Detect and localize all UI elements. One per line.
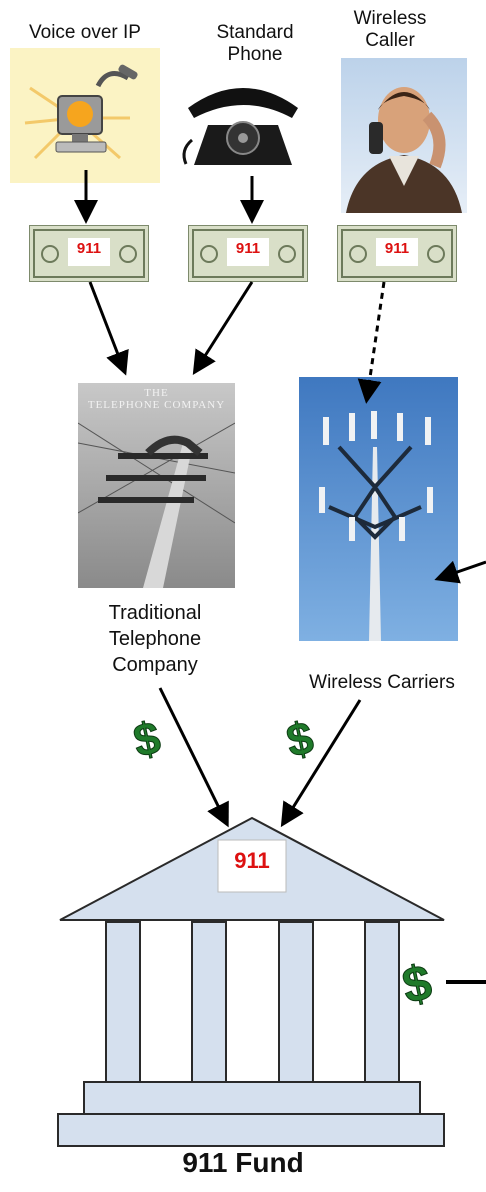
bill-wireless: 911 [337, 225, 457, 282]
voip-computer-image [10, 48, 160, 183]
bill-wireless-badge: 911 [384, 240, 410, 257]
telephone-company-caption: THE TELEPHONE COMPANY [87, 387, 226, 411]
bill-voip-badge: 911 [76, 240, 102, 257]
wireless-caller-label: Wireless Caller [353, 8, 427, 51]
arrow-side-to-tower [434, 560, 486, 584]
wireless-caller-photo [341, 58, 467, 213]
bill-voip: 911 [29, 225, 149, 282]
fund-badge: 911 [234, 848, 270, 873]
standard-phone-label: Standard Phone [216, 22, 294, 65]
arrow-telco-to-fund [158, 687, 229, 828]
cell-tower-photo [299, 377, 458, 641]
arrow-bill-to-tower [357, 281, 386, 404]
wireless-carriers-label: Wireless Carriers [309, 672, 455, 693]
fund-title: 911 Fund [182, 1147, 304, 1178]
bill-standard: 911 [188, 225, 308, 282]
standard-phone-image [178, 80, 308, 170]
bill-standard-badge: 911 [235, 240, 261, 257]
voip-label: Voice over IP [29, 22, 141, 43]
traditional-telco-label: Traditional Telephone Company [108, 602, 202, 676]
arrow-bill-to-telco-2 [192, 281, 254, 376]
arrow-carriers-to-fund [280, 699, 362, 828]
arrow-bill-to-telco-1 [88, 281, 129, 376]
telephone-company-photo: THE TELEPHONE COMPANY [78, 383, 235, 588]
